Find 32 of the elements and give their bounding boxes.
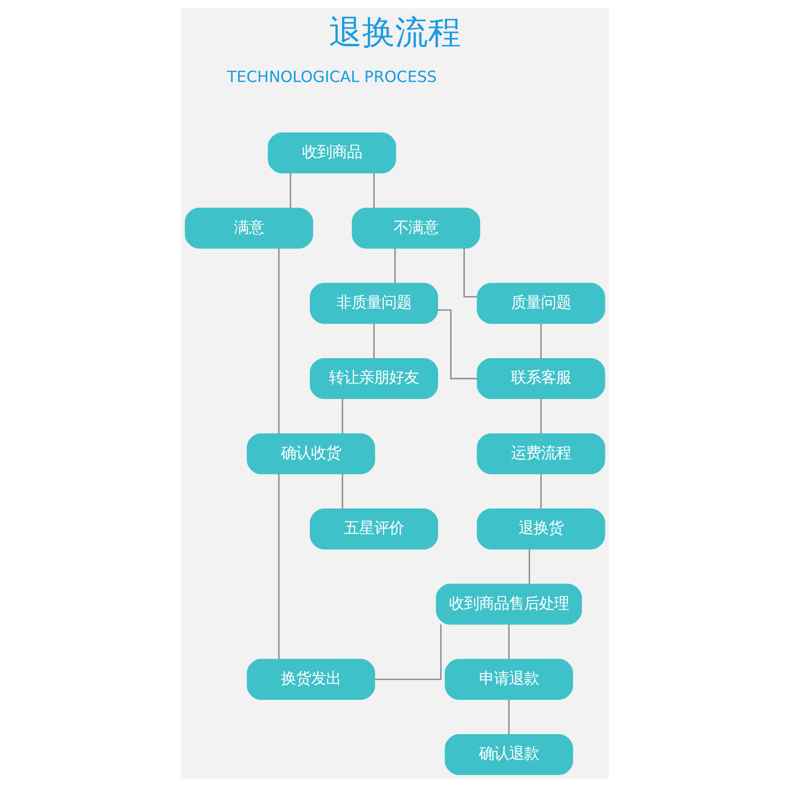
- connector: [540, 474, 542, 509]
- node-box: 质量问题: [476, 282, 606, 324]
- node-box: 联系客服: [476, 358, 606, 400]
- connector: [508, 700, 510, 734]
- connector: [540, 324, 542, 358]
- node-box: 确认退款: [444, 734, 574, 776]
- connector: [290, 173, 292, 208]
- node-box: 五星评价: [310, 508, 438, 550]
- node-box: 满意: [184, 208, 314, 249]
- node-box: 转让亲朋好友: [310, 358, 438, 400]
- connector: [373, 324, 375, 358]
- diagram-title: 退换流程: [329, 12, 461, 52]
- connector: [508, 624, 510, 660]
- connector: [278, 248, 280, 434]
- connector: [278, 474, 280, 660]
- connector: [342, 474, 344, 509]
- connector: [373, 173, 375, 208]
- connector: [374, 624, 442, 680]
- connector: [394, 248, 396, 284]
- node-box: 运费流程: [476, 433, 606, 474]
- node-box: 收到商品售后处理: [436, 584, 582, 625]
- node-box: 换货发出: [246, 658, 376, 700]
- node-box: 退换货: [476, 508, 606, 550]
- label: TECHNOLOGICAL PROCESS: [227, 68, 437, 86]
- node-box: 收到商品: [268, 132, 396, 174]
- connector: [540, 398, 542, 434]
- node-box: 非质量问题: [310, 282, 438, 324]
- connector: [342, 398, 344, 434]
- node-box: 申请退款: [444, 658, 574, 700]
- node-box: 确认收货: [246, 433, 376, 474]
- connector: [528, 549, 530, 584]
- node-box: 不满意: [352, 208, 480, 249]
